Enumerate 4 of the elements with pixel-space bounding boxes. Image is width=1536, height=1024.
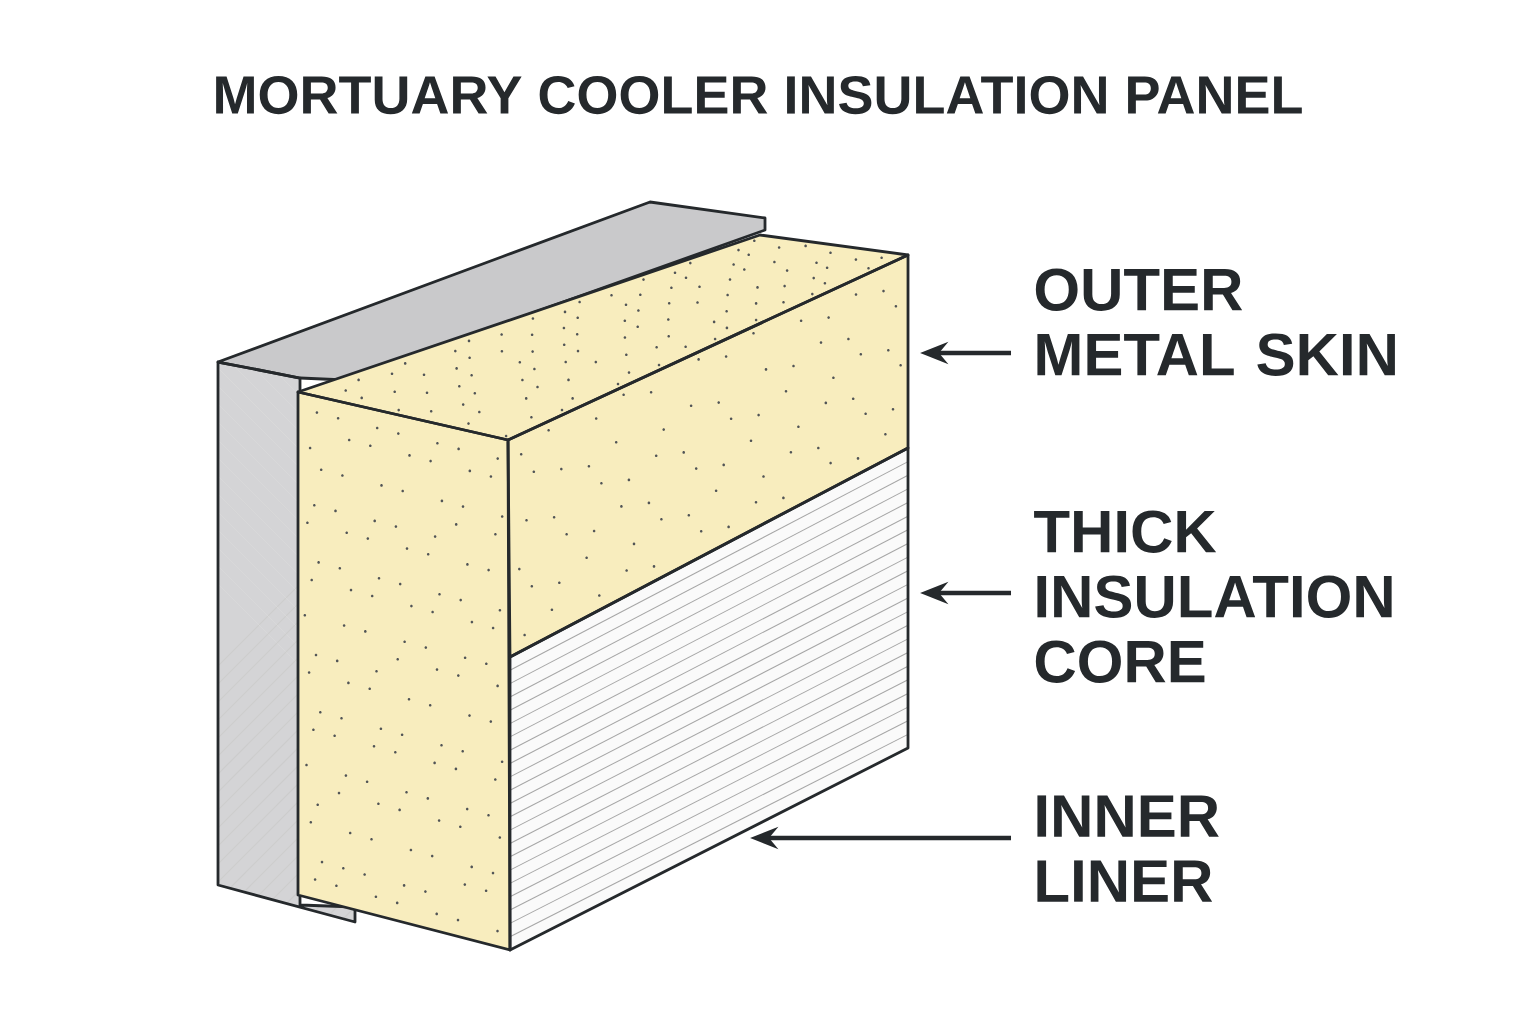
part-label: OUTER METAL SKIN bbox=[1035, 268, 1395, 376]
part-label: INNER LINER bbox=[1037, 795, 1219, 902]
title: MORTUARY COOLER INSULATION PANEL bbox=[216, 75, 1302, 115]
part-label: THICK INSULATION CORE bbox=[1034, 510, 1392, 683]
